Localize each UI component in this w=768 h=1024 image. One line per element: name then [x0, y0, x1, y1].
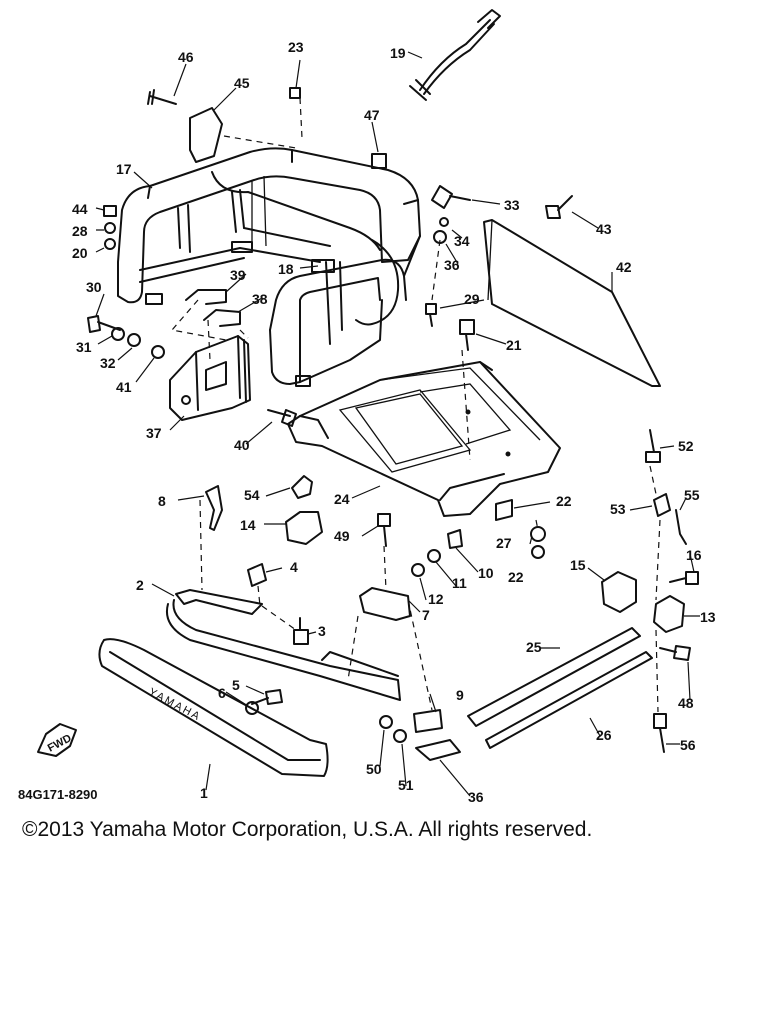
callout-28: 28	[72, 223, 88, 239]
callout-27: 27	[496, 535, 512, 551]
forward-arrow: FWD	[37, 723, 77, 757]
callout-30: 30	[86, 279, 102, 295]
callout-17: 17	[116, 161, 132, 177]
base-plate	[287, 361, 561, 517]
callout-40: 40	[234, 437, 250, 453]
callout-52: 52	[678, 438, 694, 454]
callout-19: 19	[390, 45, 406, 61]
callout-34: 34	[454, 233, 470, 249]
callout-45: 45	[234, 75, 250, 91]
callout-15: 15	[570, 557, 586, 573]
callout-49: 49	[334, 528, 350, 544]
callout-50: 50	[366, 761, 382, 777]
callout-1: 1	[200, 785, 208, 801]
callout-54: 54	[244, 487, 260, 503]
callout-2: 2	[136, 577, 144, 593]
callout-numbers: 46 23 19 45 47 17 33 43 44 28 34 20 36 4…	[72, 39, 716, 805]
callout-53: 53	[610, 501, 626, 517]
callout-22: 22	[556, 493, 572, 509]
leader-lines	[95, 51, 700, 797]
callout-14: 14	[240, 517, 256, 533]
callout-20: 20	[72, 245, 88, 261]
callout-48: 48	[678, 695, 694, 711]
callout-23: 23	[288, 39, 304, 55]
side-bracket	[169, 335, 251, 421]
callout-55: 55	[684, 487, 700, 503]
callout-33: 33	[504, 197, 520, 213]
callout-56: 56	[680, 737, 696, 753]
callout-8: 8	[158, 493, 166, 509]
forward-arrow-label: FWD	[46, 732, 74, 754]
callout-38: 38	[252, 291, 268, 307]
copyright-notice: ©2013 Yamaha Motor Corporation, U.S.A. A…	[22, 818, 593, 841]
callout-39: 39	[230, 267, 246, 283]
callout-42: 42	[616, 259, 632, 275]
rack-frame	[117, 147, 421, 387]
drawing-code: 84G171-8290	[18, 787, 98, 802]
callout-26: 26	[596, 727, 612, 743]
wire-harness	[409, 9, 501, 101]
callout-41: 41	[116, 379, 132, 395]
callout-3: 3	[318, 623, 326, 639]
rear-plate	[483, 219, 661, 387]
front-bumper: YAMAHA	[98, 638, 329, 777]
callout-4: 4	[290, 559, 298, 575]
callout-11: 11	[452, 575, 467, 591]
side-strips	[467, 627, 653, 749]
callout-6: 6	[218, 685, 226, 701]
callout-10: 10	[478, 565, 494, 581]
callout-51: 51	[398, 777, 414, 793]
callout-22b: 22	[508, 569, 524, 585]
callout-13: 13	[700, 609, 716, 625]
callout-43: 43	[596, 221, 612, 237]
callout-47: 47	[364, 107, 380, 123]
callout-36: 36	[444, 257, 460, 273]
callout-46: 46	[178, 49, 194, 65]
callout-16: 16	[686, 547, 702, 563]
callout-25: 25	[526, 639, 542, 655]
callout-36b: 36	[468, 789, 484, 805]
callout-7: 7	[422, 607, 430, 623]
callout-18: 18	[278, 261, 294, 277]
callout-24: 24	[334, 491, 350, 507]
bumper-bar	[166, 589, 401, 701]
callout-29: 29	[464, 291, 480, 307]
callout-44: 44	[72, 201, 88, 217]
callout-21: 21	[506, 337, 522, 353]
callout-31: 31	[76, 339, 92, 355]
callout-32: 32	[100, 355, 116, 371]
callout-37: 37	[146, 425, 162, 441]
hardware	[87, 87, 699, 761]
callout-5: 5	[232, 677, 240, 693]
callout-12: 12	[428, 591, 444, 607]
callout-9: 9	[456, 687, 464, 703]
